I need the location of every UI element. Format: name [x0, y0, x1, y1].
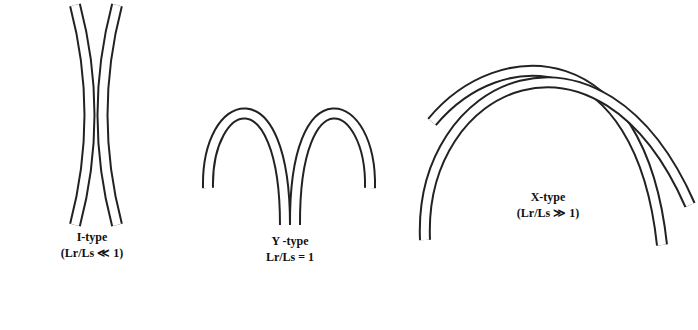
- ratio-label: (Lr/Ls ≫ 1): [517, 206, 579, 220]
- y-type-tubes: [208, 113, 370, 225]
- type-label: I-type: [77, 230, 108, 244]
- ratio-label: Lr/Ls = 1: [266, 250, 314, 264]
- type-label: X-type: [531, 190, 566, 204]
- ratio-label: (Lr/Ls ≪ 1): [61, 246, 123, 260]
- type-label: Y -type: [271, 234, 308, 248]
- i-type-tubes: [75, 5, 117, 225]
- x-type-tubes: [425, 71, 690, 245]
